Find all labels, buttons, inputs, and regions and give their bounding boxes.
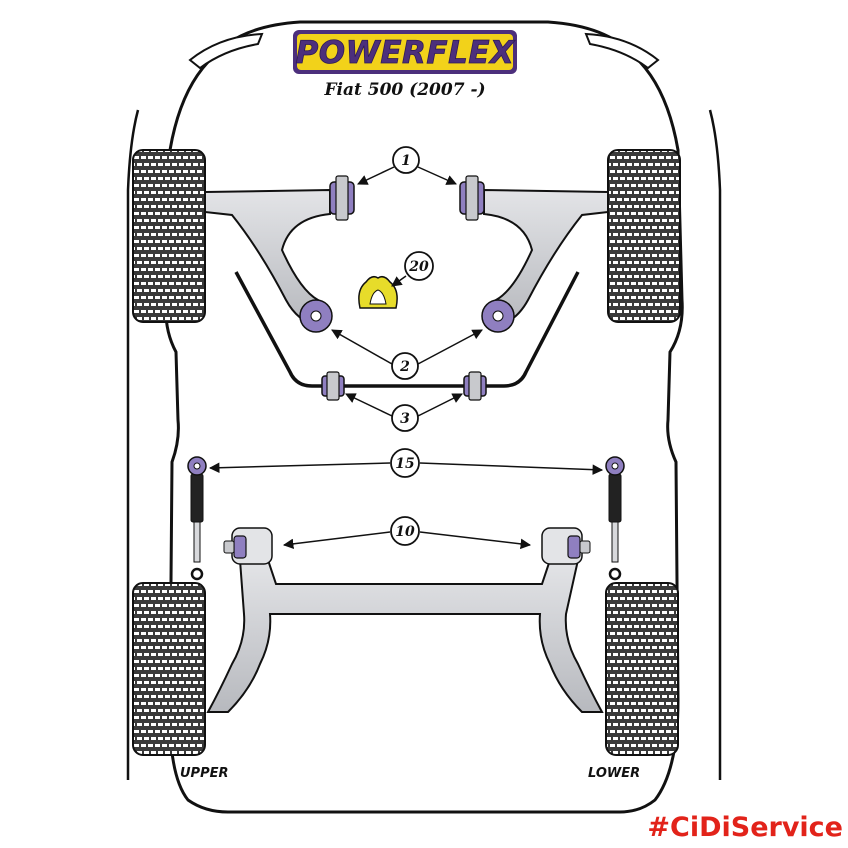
body-side-line-left <box>126 109 140 780</box>
bush-10-right <box>541 527 591 565</box>
front-right-tyre <box>607 149 681 323</box>
callout-1: 1 <box>392 146 420 174</box>
callout-3: 3 <box>391 404 419 432</box>
front-left-tyre <box>132 149 206 323</box>
bush-1-right <box>459 175 485 221</box>
callout-15: 15 <box>390 448 420 478</box>
bush-3-right <box>463 371 487 401</box>
callout-10-label: 10 <box>395 524 415 540</box>
callout-15-label: 15 <box>395 456 414 472</box>
bush-3-left <box>321 371 345 401</box>
bush-10-left <box>223 527 273 565</box>
hashtag-watermark: #CiDiService <box>647 812 843 843</box>
rear-right-tyre <box>605 582 679 756</box>
callout-20: 20 <box>404 251 434 281</box>
callout-2-label: 2 <box>399 359 410 375</box>
rear-twist-beam <box>206 559 604 713</box>
anti-roll-bar <box>234 271 580 388</box>
callout-1-label: 1 <box>401 153 411 169</box>
bush-2-left <box>299 299 333 333</box>
caption-upper: UPPER <box>180 766 229 781</box>
powerflex-logo: POWERFLEX <box>293 30 517 74</box>
leader-lines <box>208 166 604 550</box>
shock-absorber-right <box>605 456 625 581</box>
bush-20-engine-mount <box>358 275 398 309</box>
shock-absorber-left <box>187 456 207 581</box>
headlight-left <box>188 32 264 70</box>
logo-text: POWERFLEX <box>296 35 516 71</box>
callout-10: 10 <box>390 516 420 546</box>
body-side-line-right <box>708 109 722 780</box>
bush-1-left <box>329 175 355 221</box>
headlight-right <box>584 32 660 70</box>
callout-2: 2 <box>391 352 419 380</box>
caption-lower: LOWER <box>588 766 640 781</box>
rear-left-tyre <box>132 582 206 756</box>
model-subtitle: Fiat 500 (2007 -) <box>323 80 485 100</box>
callout-3-label: 3 <box>400 411 410 427</box>
callout-20-label: 20 <box>408 259 429 275</box>
bush-2-right <box>481 299 515 333</box>
